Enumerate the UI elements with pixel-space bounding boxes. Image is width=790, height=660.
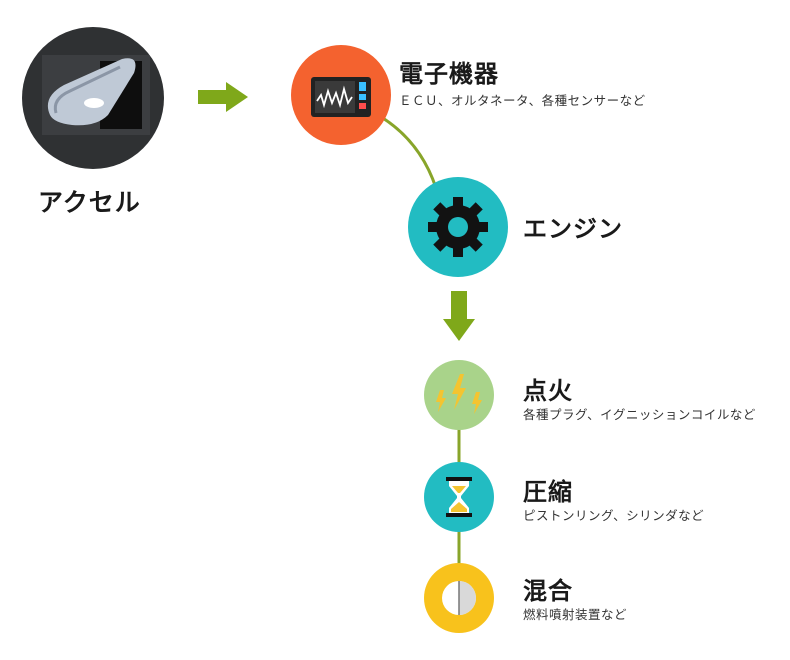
ignition-title: 点火 — [523, 377, 573, 405]
ignition-subtitle: 各種プラグ、イグニッションコイルなど — [523, 407, 756, 422]
engine-circle — [408, 177, 508, 277]
right-arrow-icon — [198, 82, 248, 112]
electronics-circle — [291, 45, 391, 145]
mixing-title: 混合 — [523, 577, 573, 605]
accelerator-circle — [22, 27, 164, 169]
lightning-icon — [436, 374, 482, 414]
down-arrow-icon — [443, 291, 475, 341]
mixing-subtitle: 燃料噴射装置など — [523, 607, 628, 622]
accelerator-label: アクセル — [38, 188, 141, 217]
compression-subtitle: ピストンリング、シリンダなど — [523, 508, 705, 523]
half-circle-icon — [442, 581, 476, 615]
mixing-circle — [424, 563, 494, 633]
electronics-subtitle: ＥＣＵ、オルタネータ、各種センサーなど — [399, 93, 646, 108]
gear-icon — [428, 197, 488, 257]
hourglass-icon — [446, 477, 472, 517]
compression-title: 圧縮 — [523, 478, 573, 506]
ignition-circle — [424, 360, 494, 430]
electronics-title: 電子機器 — [399, 60, 499, 88]
engine-title: エンジン — [523, 215, 623, 243]
accelerator-pedal-icon — [42, 55, 150, 135]
monitor-waveform-icon — [311, 77, 371, 117]
compression-circle — [424, 462, 494, 532]
curve-connector — [377, 113, 438, 189]
